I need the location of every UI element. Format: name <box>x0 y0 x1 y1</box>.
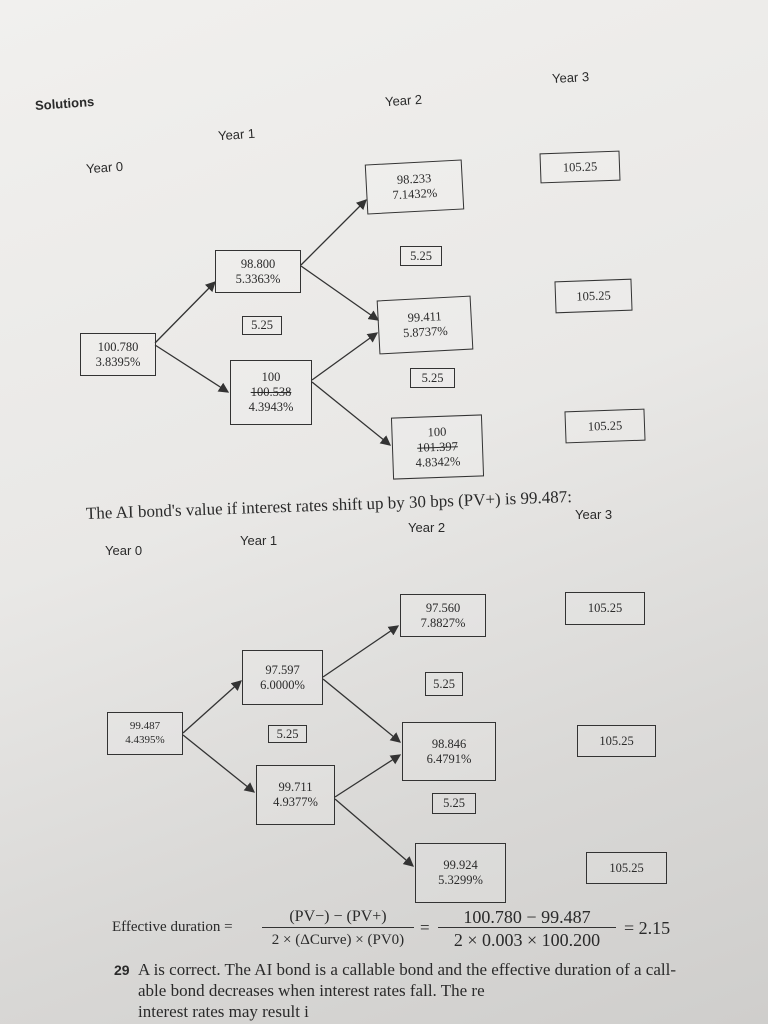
formula-values-numerator: 100.780 − 99.487 <box>438 907 616 928</box>
year-0-label: Year 0 <box>105 543 143 558</box>
node-value: 99.924 <box>443 858 478 872</box>
node-rate: 5.8737% <box>402 323 449 341</box>
node-year1-down: 99.711 4.9377% <box>256 765 335 825</box>
node-rate: 7.8827% <box>420 615 466 630</box>
coupon-value: 5.25 <box>433 676 455 691</box>
node-rate: 4.9377% <box>273 795 318 809</box>
final-value: 105.25 <box>562 158 598 175</box>
coupon-value: 5.25 <box>251 318 273 332</box>
node-rate: 4.8342% <box>415 453 461 470</box>
node-year2-mid: 99.411 5.8737% <box>376 295 474 355</box>
node-rate: 4.3943% <box>248 400 294 414</box>
node-year1-up: 97.597 6.0000% <box>242 650 323 705</box>
final-value: 105.25 <box>587 417 623 434</box>
node-year2-down: 100 101.397 4.8342% <box>390 414 485 480</box>
year-1-label: Year 1 <box>240 533 278 548</box>
node-rate: 6.0000% <box>260 677 305 692</box>
coupon-value: 5.25 <box>421 370 444 385</box>
final-value: 105.25 <box>576 287 611 304</box>
node-value: 100 <box>261 370 281 384</box>
node-rate: 4.4395% <box>125 733 165 746</box>
node-year2-down: 99.924 5.3299% <box>415 843 506 903</box>
year-2-label: Year 2 <box>408 520 446 535</box>
final-value: 105.25 <box>609 860 644 875</box>
node-year1-up: 98.800 5.3363% <box>215 250 301 293</box>
formula-label: Effective duration = <box>112 919 233 935</box>
formula-numerator: (PV−) − (PV+) <box>262 907 414 928</box>
coupon-box: 5.25 <box>268 725 307 743</box>
node-rate: 7.1432% <box>392 185 438 203</box>
node-value: 97.560 <box>425 600 461 615</box>
coupon-box: 5.25 <box>432 793 476 814</box>
answer-line-2: able bond decreases when interest rates … <box>138 981 485 1000</box>
node-year0: 99.487 4.4395% <box>107 712 183 755</box>
final-box: 105.25 <box>564 408 646 444</box>
coupon-value: 5.25 <box>443 796 465 810</box>
answer-line-1: A is correct. The AI bond is a callable … <box>138 960 676 979</box>
coupon-box: 5.25 <box>425 672 463 696</box>
node-year0: 100.780 3.8395% <box>80 333 156 376</box>
coupon-box: 5.25 <box>242 316 282 335</box>
coupon-box: 5.25 <box>410 368 455 388</box>
node-value: 99.487 <box>129 720 161 733</box>
node-value: 99.711 <box>278 780 313 794</box>
node-rate: 3.8395% <box>95 354 141 369</box>
node-rate: 6.4791% <box>426 751 472 766</box>
node-value: 98.846 <box>431 736 467 751</box>
final-box: 105.25 <box>586 852 667 884</box>
final-box: 105.25 <box>565 592 645 625</box>
node-struck-value: 101.397 <box>416 438 459 455</box>
node-rate: 5.3363% <box>235 271 281 286</box>
coupon-value: 5.25 <box>410 248 432 263</box>
final-value: 105.25 <box>587 601 623 615</box>
formula-denominator: 2 × (ΔCurve) × (PV0) <box>271 932 405 948</box>
coupon-value: 5.25 <box>276 726 299 741</box>
node-value: 97.597 <box>265 662 300 677</box>
node-value: 100 <box>427 424 447 439</box>
answer-line-3: interest rates may result i <box>138 1002 309 1021</box>
node-rate: 5.3299% <box>438 873 483 887</box>
node-year2-mid: 98.846 6.4791% <box>402 722 496 781</box>
year-3-label: Year 3 <box>575 507 613 522</box>
question-number: 29 <box>114 962 130 978</box>
node-struck-value: 100.538 <box>250 385 292 399</box>
node-value: 98.800 <box>240 256 276 271</box>
final-box: 105.25 <box>577 725 656 757</box>
node-year2-up: 98.233 7.1432% <box>364 159 465 215</box>
coupon-box: 5.25 <box>400 246 442 266</box>
formula-values-denominator: 2 × 0.003 × 100.200 <box>453 930 601 950</box>
final-box: 105.25 <box>554 278 633 314</box>
final-value: 105.25 <box>599 733 634 748</box>
node-value: 100.780 <box>97 339 139 354</box>
node-year1-down: 100 100.538 4.3943% <box>230 360 312 425</box>
final-box: 105.25 <box>539 150 621 184</box>
equals-sign: = <box>420 918 430 937</box>
node-year2-up: 97.560 7.8827% <box>400 594 486 637</box>
formula-result: = 2.15 <box>624 918 671 938</box>
